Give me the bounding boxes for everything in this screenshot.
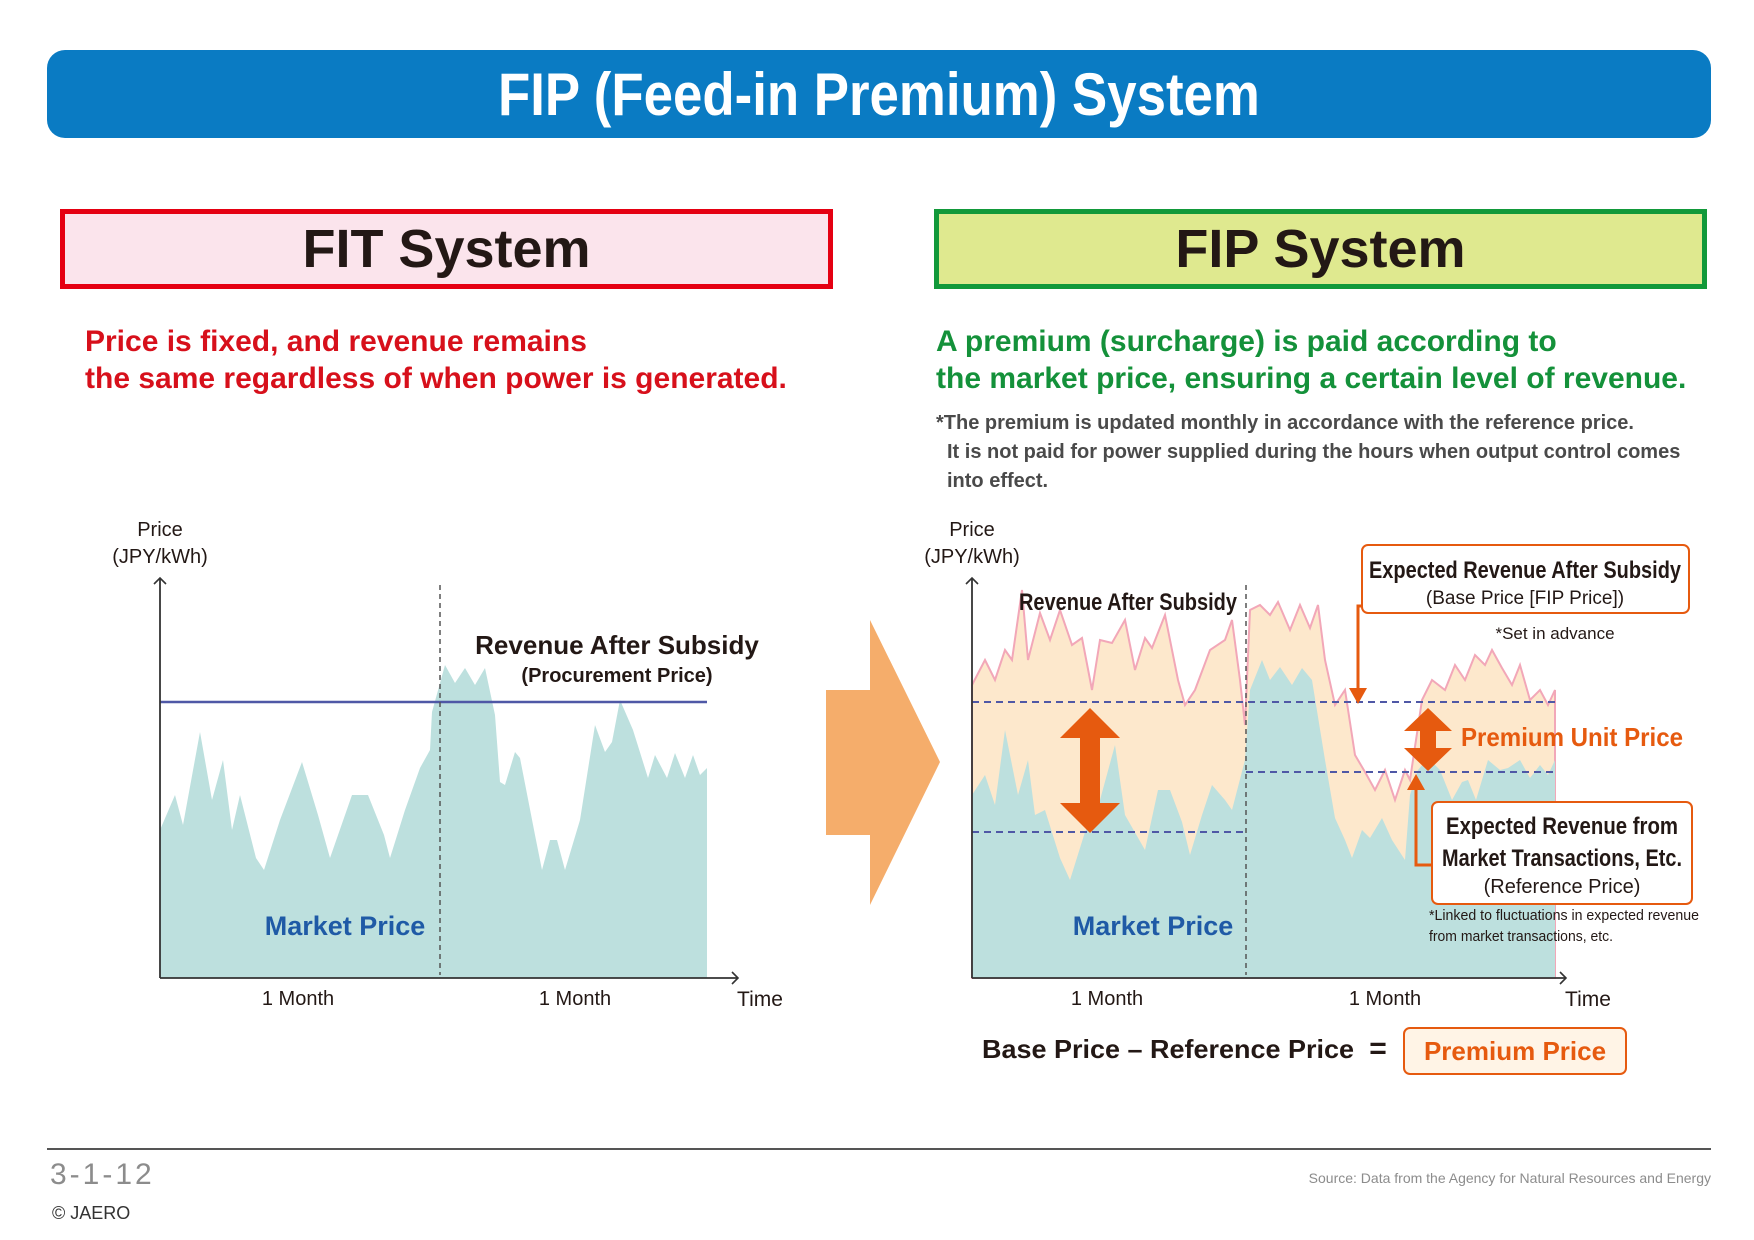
title-banner: FIP (Feed-in Premium) System bbox=[47, 50, 1711, 138]
fip-description: A premium (surcharge) is paid according … bbox=[936, 323, 1686, 397]
expected-revenue-title: Expected Revenue After Subsidy bbox=[1369, 557, 1682, 584]
source-note: Source: Data from the Agency for Natural… bbox=[1308, 1170, 1711, 1186]
page-title: FIP (Feed-in Premium) System bbox=[498, 60, 1260, 128]
fip-desc-line-2: the market price, ensuring a certain lev… bbox=[936, 362, 1687, 395]
fip-system-heading: FIP System bbox=[934, 209, 1707, 289]
figure-number: 3-1-12 bbox=[50, 1158, 155, 1191]
fip-y-axis-label-2: (JPY/kWh) bbox=[924, 546, 1020, 568]
fip-note-line-2: It is not paid for power supplied during… bbox=[947, 441, 1681, 463]
linked-note-line-2: from market transactions, etc. bbox=[1429, 928, 1613, 945]
base-price-pointer-arrow bbox=[1356, 604, 1368, 694]
premium-double-arrow-2 bbox=[1404, 708, 1452, 771]
market-revenue-box bbox=[1431, 801, 1693, 905]
fip-note-line-3: into effect. bbox=[947, 470, 1049, 492]
market-box-line-3: (Reference Price) bbox=[1484, 876, 1641, 898]
fit-revenue-sub: (Procurement Price) bbox=[521, 665, 712, 687]
market-box-line-2: Market Transactions, Etc. bbox=[1442, 845, 1682, 872]
fit-desc-line-1: Price is fixed, and revenue remains bbox=[85, 325, 587, 358]
fip-y-axis-label-1: Price bbox=[949, 519, 995, 541]
fip-market-area bbox=[972, 660, 1555, 978]
expected-revenue-sub: (Base Price [FIP Price]) bbox=[1426, 588, 1624, 609]
reference-pointer-head bbox=[1407, 774, 1425, 790]
base-price-pointer-head bbox=[1349, 688, 1367, 704]
set-in-advance-note: *Set in advance bbox=[1495, 624, 1614, 643]
formula-left: Base Price – Reference Price bbox=[982, 1034, 1354, 1064]
fip-revenue-label: Revenue After Subsidy bbox=[1019, 589, 1238, 616]
fip-note-line-1: *The premium is updated monthly in accor… bbox=[936, 412, 1634, 434]
copyright: © JAERO bbox=[52, 1203, 131, 1223]
fit-desc-line-2: the same regardless of when power is gen… bbox=[85, 362, 787, 395]
fip-chart: Price (JPY/kWh) Time 1 Month 1 Month Rev… bbox=[924, 519, 1699, 1075]
linked-note-line-1: *Linked to fluctuations in expected reve… bbox=[1429, 907, 1699, 924]
fip-month-1: 1 Month bbox=[1071, 988, 1143, 1010]
fit-revenue-label: Revenue After Subsidy bbox=[475, 630, 759, 660]
fip-desc-line-1: A premium (surcharge) is paid according … bbox=[936, 325, 1557, 358]
fit-chart: Price (JPY/kWh) Time 1 Month 1 Month Rev… bbox=[112, 519, 783, 1011]
expected-revenue-box bbox=[1361, 544, 1690, 614]
fit-month-1: 1 Month bbox=[262, 988, 334, 1010]
transition-arrow bbox=[826, 620, 940, 905]
fip-note: *The premium is updated monthly in accor… bbox=[936, 409, 1680, 496]
fip-market-label: Market Price bbox=[1073, 911, 1234, 941]
fit-market-label: Market Price bbox=[265, 911, 426, 941]
fit-x-axis-label: Time bbox=[737, 988, 783, 1011]
premium-price-label: Premium Price bbox=[1424, 1036, 1606, 1066]
fit-system-heading: FIT System bbox=[60, 209, 833, 289]
fit-description: Price is fixed, and revenue remains the … bbox=[85, 323, 787, 397]
market-box-line-1: Expected Revenue from bbox=[1446, 813, 1678, 840]
premium-double-arrow-1 bbox=[1060, 708, 1120, 833]
footer-divider bbox=[47, 1148, 1711, 1150]
premium-unit-price-label: Premium Unit Price bbox=[1461, 722, 1683, 752]
premium-price-box bbox=[1403, 1027, 1627, 1075]
fit-market-area bbox=[160, 665, 707, 978]
fit-y-axis-label-2: (JPY/kWh) bbox=[112, 546, 208, 568]
fit-y-axis-label-1: Price bbox=[137, 519, 183, 541]
formula-equals: = bbox=[1369, 1032, 1387, 1065]
fip-x-axis-label: Time bbox=[1565, 988, 1611, 1011]
fit-month-2: 1 Month bbox=[539, 988, 611, 1010]
fip-month-2: 1 Month bbox=[1349, 988, 1421, 1010]
